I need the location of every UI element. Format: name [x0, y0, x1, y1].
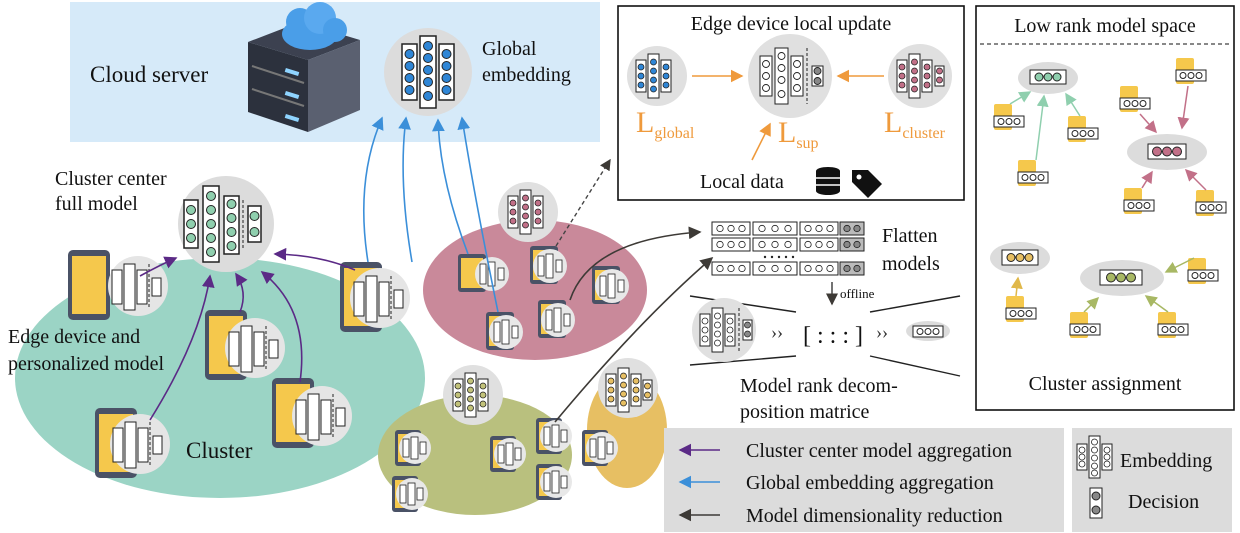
embedding-symbol-icon — [1076, 435, 1113, 479]
pink-cluster-devices — [458, 246, 629, 350]
cloud-server-panel: Cloud server — [70, 2, 600, 142]
legend-item-label: Cluster center model aggregation — [746, 440, 1012, 462]
l-global-label: Lglobal — [636, 106, 695, 142]
low-rank-title: Low rank model space — [1014, 15, 1196, 37]
olive-cluster-devices — [392, 418, 618, 512]
low-rank-vector — [906, 321, 950, 341]
double-arrow-2: ›› — [876, 322, 888, 342]
centroid-teal — [1018, 62, 1078, 94]
edge-device-label-2: personalized model — [8, 353, 164, 375]
local-update-link-arrow — [555, 158, 611, 247]
decomposition-caption-2: position matrice — [740, 401, 870, 423]
edge-device — [205, 310, 285, 380]
legend-decision-label: Decision — [1128, 491, 1199, 513]
symbol-legend: Embedding Decision — [1072, 428, 1232, 532]
decomposition-caption-1: Model rank decom- — [740, 375, 898, 397]
legend-item-label: Global embedding aggregation — [746, 472, 994, 494]
centroid-pink — [1127, 134, 1207, 170]
local-data-label: Local data — [700, 171, 784, 193]
pink-cluster-center-model — [498, 182, 558, 242]
l-sup-label: Lsup — [778, 116, 819, 152]
decomposition-funnel — [689, 295, 961, 377]
edge-device — [95, 408, 170, 478]
global-embedding-label-1: Global — [482, 38, 537, 60]
tag-icon — [852, 170, 882, 198]
local-cluster-model — [888, 44, 952, 108]
global-embedding-label-2: embedding — [482, 64, 571, 86]
flatten-label-1: Flatten — [882, 225, 938, 247]
centroid-olive — [1080, 260, 1164, 296]
olive-cluster-center-model — [443, 365, 503, 425]
olive-cluster — [378, 395, 572, 515]
gold-cluster-center-model — [598, 358, 658, 418]
cluster-center-model — [178, 176, 274, 272]
legend-embedding-label: Embedding — [1120, 450, 1212, 472]
l-cluster-label: Lcluster — [884, 106, 946, 142]
teal-cluster-devices — [68, 250, 410, 478]
edge-device — [340, 262, 410, 332]
cluster-center-label-2: full model — [55, 193, 138, 215]
local-global-model — [627, 46, 687, 106]
database-icon — [816, 167, 840, 195]
cluster-assignment-label: Cluster assignment — [1029, 373, 1182, 395]
cloud-icon — [282, 2, 347, 50]
local-update-title: Edge device local update — [691, 13, 892, 35]
edge-device-label-1: Edge device and — [8, 326, 140, 348]
low-rank-panel: Low rank model space Cluster assignment — [975, 5, 1235, 411]
arrow-legend: Cluster center model aggregation Global … — [664, 428, 1064, 532]
cluster-name: Cluster — [186, 438, 253, 463]
decomposition-input-model — [692, 298, 756, 362]
local-personal-model — [748, 34, 832, 118]
decision-symbol-icon — [1089, 487, 1103, 519]
global-embedding-model — [384, 28, 472, 116]
low-rank-points — [993, 58, 1227, 338]
offline-label: offline — [840, 286, 875, 301]
centroid-gold — [990, 242, 1050, 274]
cluster-center-label-1: Cluster center — [55, 168, 167, 190]
flattened-models — [711, 221, 865, 276]
local-update-panel: Edge device local update Lglobal Lsup — [617, 5, 965, 201]
cluster-aggregation-arrows — [139, 247, 356, 421]
edge-device — [68, 250, 168, 320]
double-arrow-1: ›› — [771, 322, 783, 342]
flatten-label-2: models — [882, 253, 940, 275]
edge-device — [272, 378, 352, 448]
decomposition-matrix: [ : : : ] — [803, 323, 863, 349]
global-aggregation-arrows — [362, 116, 499, 313]
cloud-server-title: Cloud server — [90, 62, 209, 87]
legend-item-label: Model dimensionality reduction — [746, 505, 1003, 527]
dimensionality-reduction-arrows — [554, 226, 714, 423]
